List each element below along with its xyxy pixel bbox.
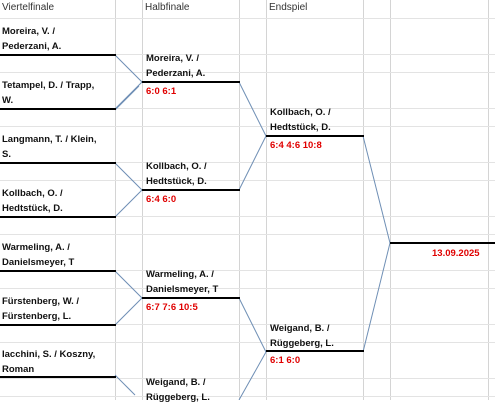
team-name-line: Rüggeberg, L.	[270, 338, 334, 349]
connector-qf2	[114, 162, 143, 218]
bracket-line	[142, 189, 240, 191]
qf-team-7[interactable]: Iacchini, S. / Koszny, Roman	[2, 347, 95, 377]
team-name-line: Rüggeberg, L.	[146, 392, 210, 403]
qf-team-2[interactable]: Tetampel, D. / Trapp, W.	[2, 78, 94, 108]
connector-sf1	[238, 81, 267, 191]
bracket-line	[0, 54, 116, 56]
column-divider	[363, 0, 364, 400]
team-name-line: Fürstenberg, L.	[2, 311, 72, 322]
qf-team-1[interactable]: Moreira, V. / Pederzani, A.	[2, 24, 61, 54]
row-divider	[0, 216, 495, 217]
header-endspiel: Endspiel	[269, 2, 308, 13]
qf-team-4[interactable]: Kollbach, O. / Hedtstück, D.	[2, 186, 63, 216]
bracket-line	[142, 81, 240, 83]
sf-team-3[interactable]: Warmeling, A. / Danielsmeyer, T	[146, 267, 218, 297]
team-name-line: Danielsmeyer, T	[2, 257, 75, 268]
bracket-line	[266, 350, 364, 352]
row-divider	[0, 162, 495, 163]
team-name-line: Iacchini, S. / Koszny,	[2, 349, 96, 360]
sf2-score: 6:4 6:0	[146, 194, 177, 205]
column-divider	[390, 0, 391, 400]
team-name-line: W.	[2, 95, 14, 106]
row-divider	[0, 126, 495, 127]
team-name-line: Langmann, T. / Klein,	[2, 134, 97, 145]
team-name-line: Tetampel, D. / Trapp,	[2, 80, 95, 91]
winner-date: 13.09.2025	[432, 248, 480, 259]
bracket-line	[266, 135, 364, 137]
row-divider	[0, 378, 495, 379]
connector-qf1	[114, 54, 143, 110]
row-divider	[0, 108, 495, 109]
column-divider	[266, 0, 267, 400]
team-name-line: Pederzani, A.	[146, 68, 206, 79]
qf-team-6[interactable]: Fürstenberg, W. / Fürstenberg, L.	[2, 294, 79, 324]
team-name-line: Hedtstück, D.	[146, 176, 207, 187]
team-name-line: Kollbach, O. /	[270, 107, 331, 118]
team-name-line: Hedtstück, D.	[270, 122, 331, 133]
team-name-line: Weigand, B. /	[146, 377, 206, 388]
row-divider	[0, 18, 495, 19]
final1-score: 6:4 4:6 10:8	[270, 140, 322, 151]
team-name-line: Danielsmeyer, T	[146, 284, 219, 295]
bracket-line	[142, 297, 240, 299]
qf-team-5[interactable]: Warmeling, A. / Danielsmeyer, T	[2, 240, 74, 270]
row-divider	[0, 342, 495, 343]
sf-team-4[interactable]: Weigand, B. / Rüggeberg, L.	[146, 375, 210, 405]
winner-line	[390, 242, 495, 244]
row-divider	[0, 180, 495, 181]
connector-qf1-shadow	[114, 85, 140, 111]
team-name-line: Kollbach, O. /	[146, 161, 207, 172]
sf3-score: 6:7 7:6 10:5	[146, 302, 198, 313]
team-name-line: Fürstenberg, W. /	[2, 296, 80, 307]
team-name-line: Kollbach, O. /	[2, 188, 63, 199]
sf1-score: 6:0 6:1	[146, 86, 177, 97]
column-divider	[488, 0, 489, 400]
team-name-line: Weigand, B. /	[270, 323, 330, 334]
team-name-line: Warmeling, A. /	[146, 269, 214, 280]
row-divider	[0, 72, 495, 73]
connector-sf2	[238, 297, 267, 400]
row-divider	[0, 54, 495, 55]
column-divider	[115, 0, 116, 400]
sf-team-2[interactable]: Kollbach, O. / Hedtstück, D.	[146, 159, 207, 189]
qf-team-3[interactable]: Langmann, T. / Klein, S.	[2, 132, 96, 162]
bracket-line	[0, 376, 116, 378]
team-name-line: Pederzani, A.	[2, 41, 62, 52]
column-divider	[142, 0, 143, 400]
team-name-line: Roman	[2, 364, 35, 375]
column-divider	[239, 0, 240, 400]
connector-qf4	[114, 374, 136, 396]
bracket-line	[0, 108, 116, 110]
row-divider	[0, 234, 495, 235]
final-team-1[interactable]: Kollbach, O. / Hedtstück, D.	[270, 105, 331, 135]
row-divider	[0, 324, 495, 325]
final2-score: 6:1 6:0	[270, 355, 301, 366]
bracket-line	[0, 324, 116, 326]
bracket-line	[0, 216, 116, 218]
header-halbfinale: Halbfinale	[145, 2, 190, 13]
row-divider	[0, 288, 495, 289]
bracket-line	[0, 162, 116, 164]
final-team-2[interactable]: Weigand, B. / Rüggeberg, L.	[270, 321, 334, 351]
team-name-line: Hedtstück, D.	[2, 203, 63, 214]
connector-qf3	[114, 270, 143, 326]
row-divider	[0, 396, 495, 397]
team-name-line: Moreira, V. /	[2, 26, 55, 37]
team-name-line: Warmeling, A. /	[2, 242, 70, 253]
row-divider	[0, 270, 495, 271]
team-name-line: S.	[2, 149, 11, 160]
connector-final	[362, 135, 391, 353]
sf-team-1[interactable]: Moreira, V. / Pederzani, A.	[146, 51, 205, 81]
team-name-line: Moreira, V. /	[146, 53, 199, 64]
header-viertelfinale: Viertelfinale	[2, 2, 55, 13]
bracket-line	[0, 270, 116, 272]
